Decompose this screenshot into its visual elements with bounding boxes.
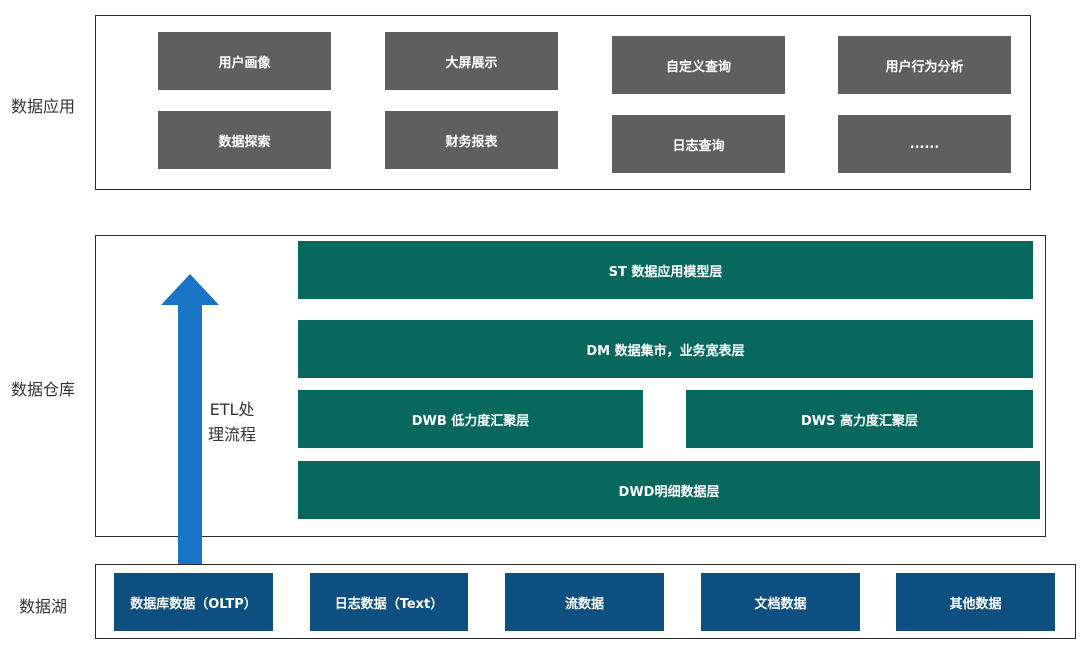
- application-layer-label: 数据应用: [11, 97, 76, 116]
- lake-item-stream: 流数据: [505, 573, 664, 631]
- etl-label-line-1: ETL处: [209, 400, 255, 419]
- lake-item-other: 其他数据: [896, 573, 1055, 631]
- etl-label-line-2: 理流程: [208, 425, 257, 444]
- lake-item-document: 文档数据: [701, 573, 860, 631]
- app-item-log-query: 日志查询: [612, 115, 785, 173]
- etl-arrow-up-icon: [161, 274, 219, 305]
- etl-arrow-shaft: [178, 304, 202, 564]
- layer-st: ST 数据应用模型层: [298, 241, 1033, 299]
- app-item-data-exploration: 数据探索: [158, 111, 331, 169]
- app-item-user-behavior: 用户行为分析: [838, 36, 1011, 94]
- layer-dm: DM 数据集市，业务宽表层: [298, 320, 1033, 378]
- warehouse-layer-label: 数据仓库: [11, 380, 76, 399]
- app-item-user-portrait: 用户画像: [158, 32, 331, 90]
- lake-item-database: 数据库数据（OLTP）: [114, 573, 273, 631]
- app-item-custom-query: 自定义查询: [612, 36, 785, 94]
- layer-dws: DWS 高力度汇聚层: [686, 390, 1033, 448]
- layer-dwd: DWD明细数据层: [298, 461, 1040, 519]
- etl-process-label: ETL处 理流程: [208, 397, 256, 447]
- app-item-financial-report: 财务报表: [385, 111, 558, 169]
- lake-item-log: 日志数据（Text）: [310, 573, 468, 631]
- layer-dwb: DWB 低力度汇聚层: [298, 390, 643, 448]
- app-item-more: ......: [838, 115, 1011, 173]
- lake-layer-label: 数据湖: [19, 597, 68, 616]
- app-item-big-screen: 大屏展示: [385, 32, 558, 90]
